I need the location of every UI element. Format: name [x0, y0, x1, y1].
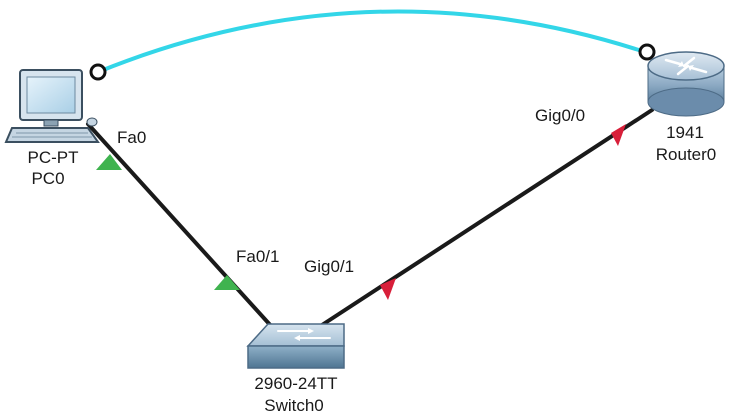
router-icon[interactable]: [647, 51, 725, 117]
pc-name-label: PC0: [31, 169, 65, 188]
link-pc-switch[interactable]: [86, 122, 274, 329]
pc-model-label: PC-PT: [27, 148, 79, 167]
link-up-indicator-switch-fa01: [214, 275, 240, 290]
console-endpoint-pc: [89, 63, 107, 81]
router-model-label: 1941: [666, 123, 704, 142]
switch-name-label: Switch0: [264, 396, 324, 415]
console-endpoint-router: [638, 43, 656, 61]
link-down-indicator-router-gig00: [611, 124, 626, 146]
switch-icon[interactable]: [246, 323, 345, 369]
port-label-router-gig00: Gig0/0: [535, 106, 586, 125]
port-label-pc-fa0: Fa0: [117, 128, 147, 147]
link-up-indicator-pc-fa0: [96, 154, 122, 170]
pc-icon[interactable]: [4, 69, 100, 143]
port-label-switch-gig01: Gig0/1: [304, 257, 355, 276]
router-name-label: Router0: [655, 145, 717, 164]
port-label-switch-fa01: Fa0/1: [236, 247, 280, 266]
link-switch-router[interactable]: [320, 108, 654, 327]
link-down-indicator-switch-gig01: [380, 278, 396, 300]
console-cable[interactable]: [96, 9, 647, 74]
switch-model-label: 2960-24TT: [254, 374, 338, 393]
